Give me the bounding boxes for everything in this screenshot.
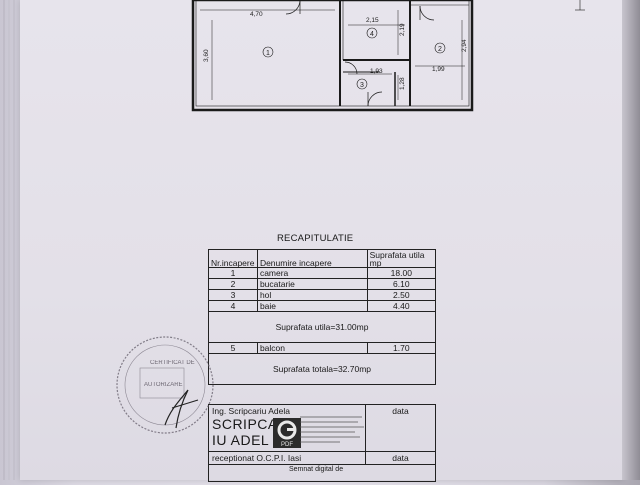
engineer-name: Ing. Scripcariu Adela: [212, 406, 290, 416]
recap-header-row: Nr.incapere Denumire incapere Suprafata …: [208, 249, 437, 268]
grand-total-row: Suprafata totala=32.70mp: [208, 353, 436, 385]
grand-total: Suprafata totala=32.70mp: [208, 353, 436, 385]
row-num: 2: [208, 278, 258, 290]
date-label-2: data: [392, 453, 409, 463]
table-row: 3 hol 2.50: [208, 289, 437, 301]
dim-room1-height: 3,60: [203, 49, 210, 62]
balcony-name: balcon: [256, 342, 368, 354]
document-page: [20, 0, 622, 480]
floor-plan: 4,70 3,60 2,15 2,19 1,99 2,94 1,93 1,28 …: [191, 0, 585, 112]
date-cell-1: data: [365, 404, 436, 452]
row-area: 6.10: [366, 278, 437, 290]
received-cell: receptionat O.C.P.I. Iasi: [208, 451, 366, 465]
row-name: camera: [256, 267, 368, 279]
balcony-row: 5 balcon 1.70: [208, 342, 437, 354]
bottom-text: Semnat digital de: [289, 466, 344, 473]
signature-fine-print: [300, 415, 370, 448]
pdf-signature-seal-icon: PDF: [273, 418, 301, 448]
row-num: 4: [208, 300, 258, 312]
row-area: 2.50: [366, 289, 437, 301]
room-number-2: 2: [438, 46, 442, 53]
room-number-4: 4: [370, 31, 374, 38]
row-name: baie: [256, 300, 368, 312]
date-label-1: data: [392, 406, 409, 416]
room-number-3: 3: [360, 82, 364, 89]
received-label: receptionat O.C.P.I. Iasi: [212, 453, 302, 463]
paper-stack-edge: [0, 0, 20, 480]
digital-signature-name-2: IU ADEL: [212, 432, 270, 449]
useful-total: Suprafata utila=31.00mp: [208, 311, 436, 343]
header-name: Denumire incapere: [256, 249, 368, 268]
bottom-cell: Semnat digital de: [208, 464, 436, 482]
room-number-1: 1: [266, 50, 270, 57]
digital-signature-name-1: SCRIPCA: [212, 416, 278, 432]
row-area: 18.00: [366, 267, 437, 279]
seal-label: PDF: [281, 442, 293, 448]
dim-bath-height: 2,19: [399, 23, 406, 36]
dim-hall-height: 1,28: [399, 77, 406, 90]
stamp-top-text: CERTIFICAT DE: [150, 360, 195, 366]
balcony-area: 1.70: [366, 342, 437, 354]
recap-table: Nr.incapere Denumire incapere Suprafata …: [208, 249, 437, 385]
date-cell-2: data: [365, 451, 436, 465]
dim-kitchen-width: 1,99: [432, 66, 445, 73]
row-name: bucatarie: [256, 278, 368, 290]
table-row: 2 bucatarie 6.10: [208, 278, 437, 290]
dim-hall-width: 1,93: [370, 68, 383, 75]
stamp-mid-text: AUTORIZARE: [144, 382, 183, 388]
dim-kitchen-height: 2,94: [461, 39, 468, 52]
dim-room1-width: 4,70: [250, 11, 263, 18]
signature-scribble: [164, 389, 189, 429]
table-row: 1 camera 18.00: [208, 267, 437, 279]
useful-total-row: Suprafata utila=31.00mp: [208, 311, 436, 343]
row-num: 3: [208, 289, 258, 301]
authorization-stamp: CERTIFICAT DE AUTORIZARE: [110, 330, 220, 445]
table-row: 4 baie 4.40: [208, 300, 437, 312]
dim-bath-width: 2,15: [366, 17, 379, 24]
header-area: Suprafata utila mp: [366, 249, 437, 268]
header-num: Nr.incapere: [208, 249, 258, 268]
row-name: hol: [256, 289, 368, 301]
row-num: 1: [208, 267, 258, 279]
page-edge-shadow: [622, 0, 640, 480]
row-area: 4.40: [366, 300, 437, 312]
recap-title: RECAPITULATIE: [277, 233, 354, 244]
